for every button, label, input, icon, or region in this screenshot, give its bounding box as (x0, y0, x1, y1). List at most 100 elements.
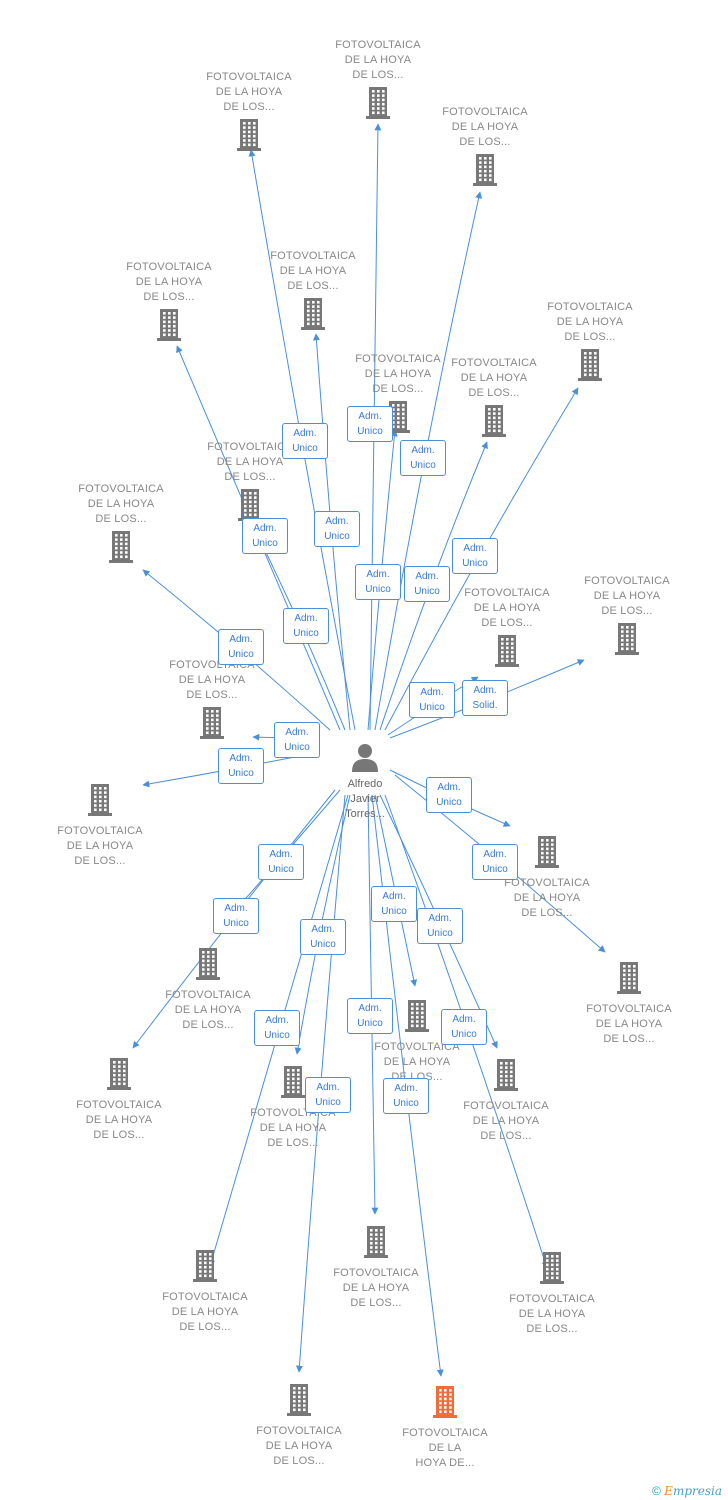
company-node[interactable]: FOTOVOLTAICA DE LA HOYA DE LOS... (439, 356, 549, 439)
company-node[interactable]: FOTOVOLTAICA DE LA HOYA DE LOS... (451, 1057, 561, 1144)
relation-badge[interactable]: Adm. Unico (254, 1010, 300, 1046)
relation-badge[interactable]: Adm. Unico (283, 608, 329, 644)
company-node[interactable]: FOTOVOLTAICA DE LA HOYA DE LOS... (195, 440, 305, 523)
company-label: FOTOVOLTAICA DE LA HOYA DE LOS... (333, 1267, 419, 1309)
company-label: FOTOVOLTAICA DE LA HOYA DE LOS... (165, 989, 251, 1031)
company-node[interactable]: FOTOVOLTAICA DE LA HOYA DE LOS... (194, 70, 304, 153)
relation-badge[interactable]: Adm. Unico (282, 423, 328, 459)
relation-badge[interactable]: Adm. Unico (371, 886, 417, 922)
company-label: FOTOVOLTAICA DE LA HOYA DE LOS... (57, 825, 143, 867)
footer-brand[interactable]: © Empresia (652, 1484, 722, 1498)
relation-badge[interactable]: Adm. Solid. (462, 680, 508, 716)
company-label: FOTOVOLTAICA DE LA HOYA DE LOS... (355, 353, 441, 395)
relation-badge[interactable]: Adm. Unico (404, 566, 450, 602)
company-label: FOTOVOLTAICA DE LA HOYA DE LOS... (207, 441, 293, 483)
building-icon (495, 635, 519, 667)
building-icon (200, 707, 224, 739)
relation-badge[interactable]: Adm. Unico (347, 998, 393, 1034)
company-node[interactable]: FOTOVOLTAICA DE LA HOYA DE LOS... (321, 1224, 431, 1311)
company-label: FOTOVOLTAICA DE LA HOYA DE LOS... (586, 1003, 672, 1045)
company-label: FOTOVOLTAICA DE LA HOYA DE LOS... (584, 575, 670, 617)
company-node[interactable]: FOTOVOLTAICA DE LA HOYA DE LOS... (343, 352, 453, 435)
company-label: FOTOVOLTAICA DE LA HOYA DE LOS... (464, 587, 550, 629)
company-label: FOTOVOLTAICA DE LA HOYA DE LOS... (78, 483, 164, 525)
relation-badge[interactable]: Adm. Unico (441, 1009, 487, 1045)
building-icon (578, 349, 602, 381)
company-label: FOTOVOLTAICA DE LA HOYA DE LOS... (442, 106, 528, 148)
person-node[interactable]: Alfredo Javier Torres... (320, 742, 410, 822)
company-node[interactable]: FOTOVOLTAICA DE LA HOYA DE LOS... (572, 574, 682, 657)
company-node[interactable]: FOTOVOLTAICA DE LA HOYA DE LOS... (153, 946, 263, 1033)
building-icon (109, 531, 133, 563)
relation-badge[interactable]: Adm. Unico (218, 748, 264, 784)
company-label: FOTOVOLTAICA DE LA HOYA DE LOS... (463, 1100, 549, 1142)
copyright-symbol: © (651, 1484, 661, 1498)
building-icon (540, 1252, 564, 1284)
person-name: Alfredo Javier Torres... (345, 778, 385, 820)
building-icon (88, 784, 112, 816)
company-node[interactable]: FOTOVOLTAICA DE LA HOYA DE LOS... (66, 482, 176, 565)
company-node[interactable]: FOTOVOLTAICA DE LA HOYA DE LOS... (535, 300, 645, 383)
building-icon (196, 948, 220, 980)
company-node[interactable]: FOTOVOLTAICA DE LA HOYA DE LOS... (157, 658, 267, 741)
company-node[interactable]: FOTOVOLTAICA DE LA HOYA DE LOS... (452, 586, 562, 669)
company-label: FOTOVOLTAICA DE LA HOYA DE LOS... (374, 1041, 460, 1083)
company-node[interactable]: FOTOVOLTAICA DE LA HOYA DE LOS... (64, 1056, 174, 1143)
relation-badge[interactable]: Adm. Unico (452, 538, 498, 574)
company-node[interactable]: FOTOVOLTAICA DE LA HOYA DE LOS... (244, 1382, 354, 1469)
company-label: FOTOVOLTAICA DE LA HOYA DE... (402, 1427, 488, 1469)
relation-badge[interactable]: Adm. Unico (426, 777, 472, 813)
company-node[interactable]: FOTOVOLTAICA DE LA HOYA DE LOS... (258, 249, 368, 332)
company-node[interactable]: FOTOVOLTAICA DE LA HOYA DE LOS... (150, 1248, 260, 1335)
company-label: FOTOVOLTAICA DE LA HOYA DE LOS... (256, 1425, 342, 1467)
company-label: FOTOVOLTAICA DE LA HOYA DE LOS... (126, 261, 212, 303)
relation-badge[interactable]: Adm. Unico (383, 1078, 429, 1114)
building-icon (366, 87, 390, 119)
company-label: FOTOVOLTAICA DE LA HOYA DE LOS... (504, 877, 590, 919)
relation-badge-solidario[interactable]: Adm. Unico (218, 629, 264, 665)
company-node[interactable]: FOTOVOLTAICA DE LA HOYA DE LOS... (238, 1064, 348, 1151)
building-icon (482, 405, 506, 437)
building-icon (237, 119, 261, 151)
relation-badge[interactable]: Adm. Unico (472, 844, 518, 880)
relation-badge[interactable]: Adm. Unico (258, 844, 304, 880)
relation-badge[interactable]: Adm. Unico (355, 564, 401, 600)
building-icon (473, 154, 497, 186)
company-node[interactable]: FOTOVOLTAICA DE LA HOYA DE LOS... (45, 782, 155, 869)
company-label: FOTOVOLTAICA DE LA HOYA DE LOS... (547, 301, 633, 343)
company-node[interactable]: FOTOVOLTAICA DE LA HOYA DE LOS... (497, 1250, 607, 1337)
company-label: FOTOVOLTAICA DE LA HOYA DE LOS... (509, 1293, 595, 1335)
relation-badge[interactable]: Adm. Unico (400, 440, 446, 476)
company-node[interactable]: FOTOVOLTAICA DE LA HOYA DE LOS... (574, 960, 684, 1047)
brand-logo: Empresia (664, 1484, 722, 1498)
relation-badge[interactable]: Adm. Unico (213, 898, 259, 934)
relation-badge[interactable]: Adm. Unico (347, 406, 393, 442)
company-label: FOTOVOLTAICA DE LA HOYA DE LOS... (335, 39, 421, 81)
company-node[interactable]: FOTOVOLTAICA DE LA HOYA DE LOS... (492, 834, 602, 921)
building-icon (157, 309, 181, 341)
company-node[interactable]: FOTOVOLTAICA DE LA HOYA DE LOS... (114, 260, 224, 343)
company-label: FOTOVOLTAICA DE LA HOYA DE LOS... (270, 250, 356, 292)
building-icon (617, 962, 641, 994)
building-icon (405, 1000, 429, 1032)
company-label: FOTOVOLTAICA DE LA HOYA DE LOS... (206, 71, 292, 113)
company-node[interactable]: FOTOVOLTAICA DE LA HOYA DE LOS... (362, 998, 472, 1085)
building-icon (287, 1384, 311, 1416)
building-icon (535, 836, 559, 868)
relation-badge[interactable]: Adm. Unico (314, 511, 360, 547)
company-node[interactable]: FOTOVOLTAICA DE LA HOYA DE LOS... (430, 105, 540, 188)
relation-badge[interactable]: Adm. Unico (409, 682, 455, 718)
company-label: FOTOVOLTAICA DE LA HOYA DE LOS... (250, 1107, 336, 1149)
relation-badge[interactable]: Adm. Unico (274, 722, 320, 758)
relation-badge[interactable]: Adm. Unico (242, 518, 288, 554)
relation-badge[interactable]: Adm. Unico (300, 919, 346, 955)
building-icon (494, 1059, 518, 1091)
building-icon (386, 401, 410, 433)
building-icon (364, 1226, 388, 1258)
company-node-highlighted[interactable]: FOTOVOLTAICA DE LA HOYA DE... (390, 1384, 500, 1471)
building-icon (615, 623, 639, 655)
company-node[interactable]: FOTOVOLTAICA DE LA HOYA DE LOS... (323, 38, 433, 121)
relation-badge[interactable]: Adm. Unico (305, 1077, 351, 1113)
relation-badge[interactable]: Adm. Unico (417, 908, 463, 944)
company-label: FOTOVOLTAICA DE LA HOYA DE LOS... (162, 1291, 248, 1333)
